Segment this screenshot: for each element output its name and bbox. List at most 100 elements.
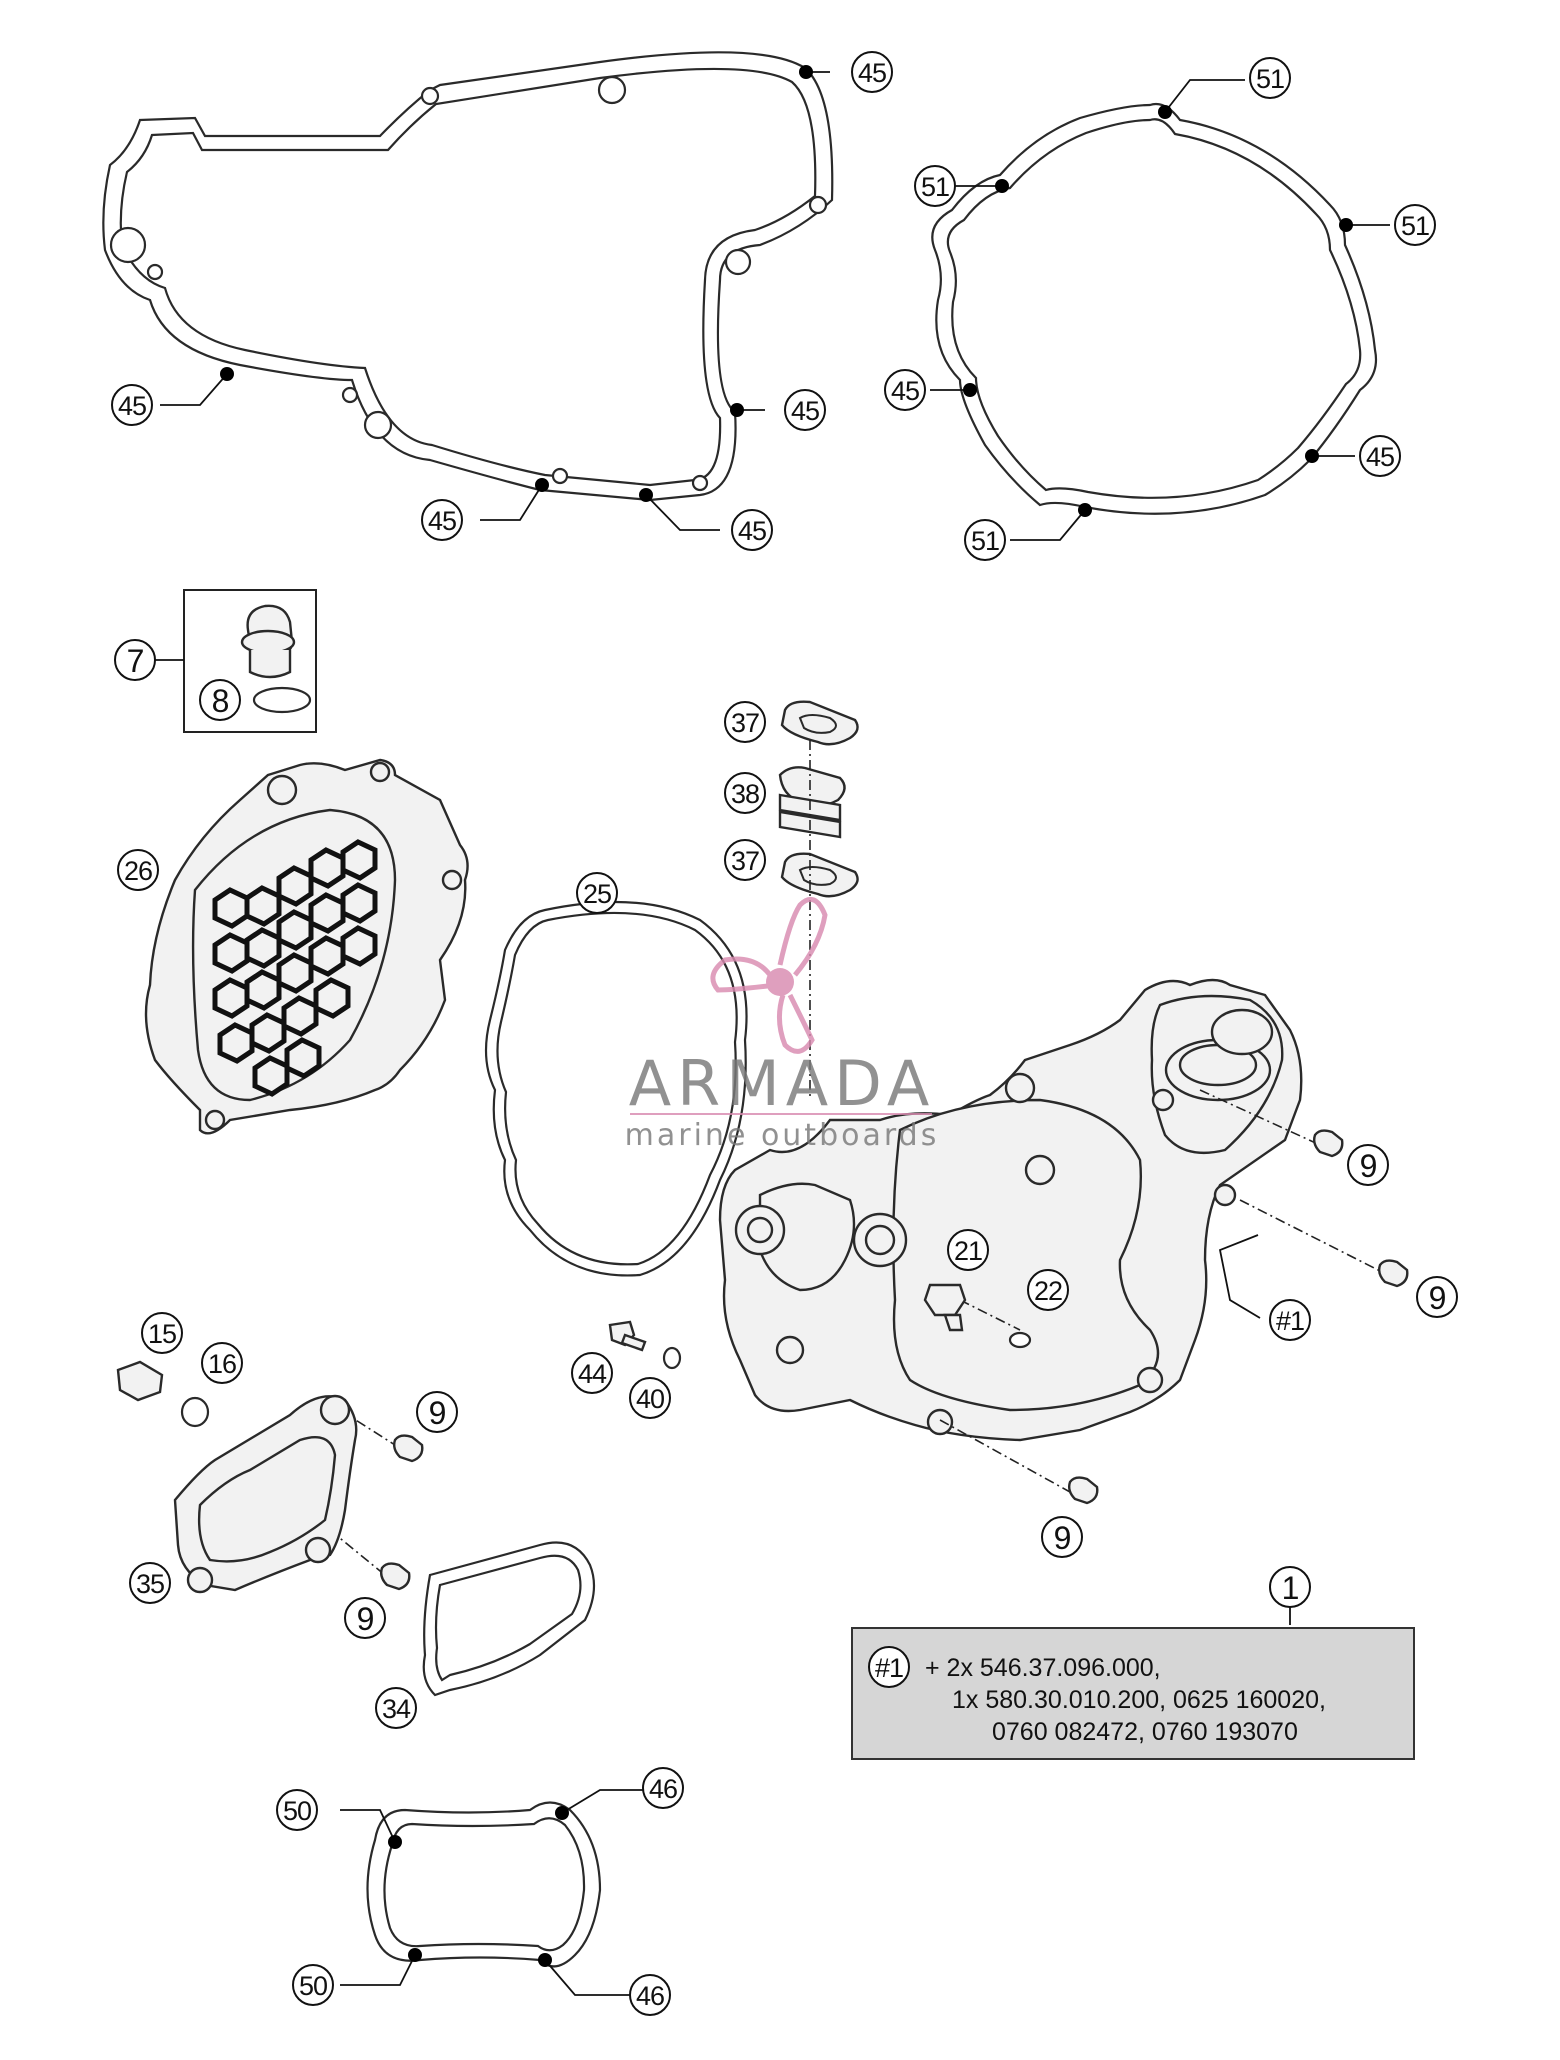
callout-45-ring-left: 45: [884, 369, 926, 411]
callout-51-left: 51: [914, 165, 956, 207]
oil-screw-and-washer: [923, 1283, 1032, 1349]
note-line-2: 1x 580.30.010.200, 0625 160020,: [952, 1686, 1326, 1714]
svg-text:34: 34: [382, 1694, 411, 1724]
water-pump-gasket: [422, 1541, 596, 1697]
svg-text:50: 50: [283, 1796, 311, 1826]
reed-valve-parts: [778, 700, 859, 898]
svg-text:21: 21: [954, 1236, 982, 1266]
svg-text:15: 15: [148, 1319, 176, 1349]
callout-15: 15: [141, 1312, 183, 1354]
callout-35: 35: [129, 1562, 171, 1604]
svg-text:44: 44: [578, 1359, 607, 1389]
drain-plug-and-ring: [116, 1360, 210, 1428]
svg-text:9: 9: [1360, 1148, 1377, 1184]
callout-38: 38: [724, 772, 766, 814]
propeller-logo: [710, 896, 828, 1054]
callout-45-bottom-right: 45: [731, 509, 773, 551]
callout-25: 25: [576, 872, 618, 914]
ignition-cover: [144, 758, 469, 1135]
callout-40: 40: [629, 1377, 671, 1419]
bolt-axis-line: [339, 1409, 396, 1446]
crankcase-gasket: [102, 51, 834, 502]
svg-text:45: 45: [791, 396, 819, 426]
callout-16: 16: [201, 1342, 243, 1384]
note-ref-marker: #1: [868, 1646, 910, 1688]
parts-note-box: #1 + 2x 546.37.096.000, 1x 580.30.010.20…: [851, 1627, 1415, 1760]
callout-9-b: 9: [1416, 1276, 1458, 1318]
callout-50-bottom: 50: [292, 1964, 334, 2006]
svg-text:51: 51: [1401, 211, 1429, 241]
dowel-sleeves: [379, 1129, 1409, 1591]
small-screw-and-seal: [608, 1320, 682, 1370]
svg-text:9: 9: [1054, 1520, 1071, 1556]
svg-text:9: 9: [1429, 1280, 1446, 1316]
bolt-axis-line: [939, 1419, 1071, 1493]
watermark: ARMADA marine outboards: [625, 896, 940, 1153]
svg-text:45: 45: [891, 376, 919, 406]
callout-45-top: 45: [851, 51, 893, 93]
callout-9-d: 9: [416, 1391, 458, 1433]
callout-51-right: 51: [1394, 204, 1436, 246]
callout-50-top: 50: [276, 1789, 318, 1831]
svg-text:37: 37: [731, 846, 759, 876]
svg-text:1: 1: [1282, 1570, 1299, 1606]
note-line-3: 0760 082472, 0760 193070: [992, 1718, 1298, 1746]
svg-text:25: 25: [583, 879, 611, 909]
svg-text:#1: #1: [1276, 1306, 1304, 1336]
callout-9-c: 9: [1041, 1516, 1083, 1558]
svg-text:51: 51: [971, 526, 999, 556]
callout-45-right: 45: [784, 389, 826, 431]
svg-text:45: 45: [858, 58, 886, 88]
o-ring-seal-inner: [496, 911, 738, 1266]
callout-45-bottom-left: 45: [421, 499, 463, 541]
callout-26: 26: [117, 849, 159, 891]
callout-9-a: 9: [1347, 1144, 1389, 1186]
svg-text:7: 7: [127, 643, 144, 679]
callout-37-top: 37: [724, 701, 766, 743]
callout-8: 8: [199, 679, 241, 721]
callout-7: 7: [114, 639, 156, 681]
svg-text:40: 40: [636, 1384, 664, 1414]
svg-text:22: 22: [1034, 1276, 1062, 1306]
svg-text:51: 51: [921, 172, 949, 202]
bolt-axis-line: [1239, 1199, 1389, 1276]
callout-ref-1: #1: [1269, 1299, 1311, 1341]
svg-text:50: 50: [299, 1971, 327, 2001]
callout-9-e: 9: [344, 1597, 386, 1639]
callout-21: 21: [947, 1229, 989, 1271]
svg-text:9: 9: [357, 1601, 374, 1637]
callout-leaders: [155, 71, 1390, 1996]
pump-housing-gasket: [366, 1801, 602, 1968]
callout-46-bottom: 46: [629, 1974, 671, 2016]
watermark-tagline: marine outboards: [625, 1118, 940, 1153]
svg-text:45: 45: [738, 516, 766, 546]
callout-1: 1: [1269, 1566, 1311, 1608]
callout-34: 34: [375, 1687, 417, 1729]
svg-text:16: 16: [208, 1349, 236, 1379]
svg-text:45: 45: [118, 391, 146, 421]
svg-text:46: 46: [649, 1774, 677, 1804]
svg-text:9: 9: [429, 1395, 446, 1431]
svg-text:#1: #1: [875, 1653, 903, 1683]
bolt-axis-line: [959, 1299, 1021, 1331]
svg-text:46: 46: [636, 1981, 664, 2011]
svg-text:51: 51: [1256, 64, 1284, 94]
bolt-axis-line: [1199, 1089, 1321, 1146]
svg-text:38: 38: [731, 779, 759, 809]
svg-text:37: 37: [731, 708, 759, 738]
svg-text:35: 35: [136, 1569, 164, 1599]
callout-51-bottom: 51: [964, 519, 1006, 561]
bolt-axis-line: [329, 1529, 386, 1576]
clutch-cover: [718, 978, 1303, 1442]
callout-46-top: 46: [642, 1767, 684, 1809]
callout-45-ring-right: 45: [1359, 435, 1401, 477]
svg-text:45: 45: [428, 506, 456, 536]
callout-44: 44: [571, 1352, 613, 1394]
callout-45-left: 45: [111, 384, 153, 426]
water-pump-cover: [173, 1394, 358, 1594]
callout-37-bottom: 37: [724, 839, 766, 881]
leader-dots: [220, 65, 1353, 1967]
watermark-brand: ARMADA: [629, 1047, 935, 1120]
clutch-cover-gasket: [931, 102, 1378, 515]
